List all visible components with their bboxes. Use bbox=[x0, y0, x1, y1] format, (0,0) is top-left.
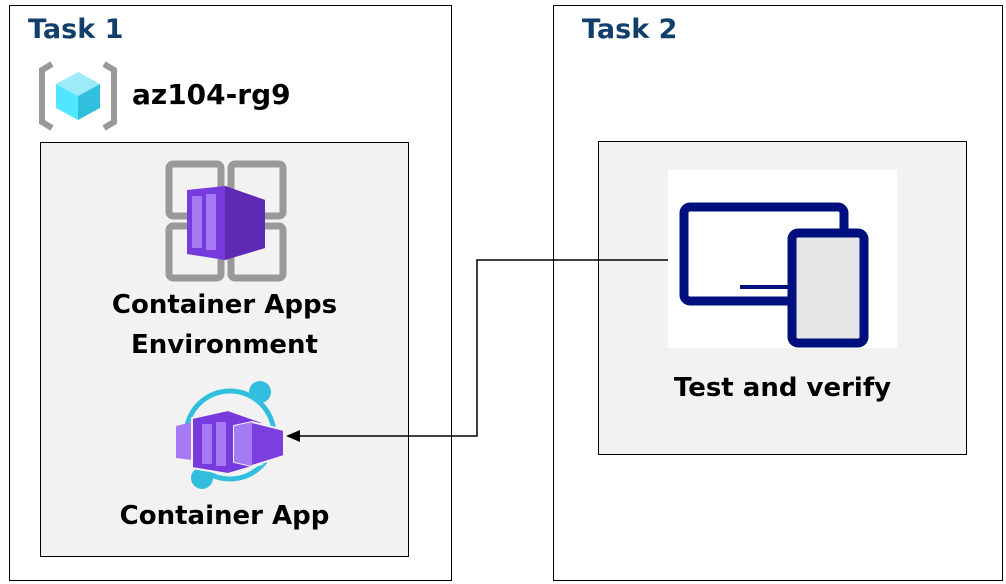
test-verify-label: Test and verify bbox=[673, 373, 892, 403]
environment-label-line1: Container Apps bbox=[111, 290, 338, 320]
environment-label: Container Apps Environment bbox=[40, 285, 409, 365]
task2-title: Task 2 bbox=[582, 14, 678, 45]
container-apps-environment-icon bbox=[165, 160, 287, 282]
connector-line bbox=[300, 259, 668, 437]
task1-panel bbox=[9, 5, 452, 581]
task2-panel bbox=[553, 5, 1003, 581]
devices-icon bbox=[679, 202, 869, 348]
environment-label-line2: Environment bbox=[131, 330, 318, 360]
container-app-icon bbox=[176, 381, 285, 489]
task1-title: Task 1 bbox=[28, 14, 124, 45]
resource-group-icon bbox=[39, 61, 117, 131]
arrowhead bbox=[286, 430, 300, 442]
container-app-label: Container App bbox=[119, 501, 330, 531]
resource-group-name: az104-rg9 bbox=[132, 78, 291, 111]
